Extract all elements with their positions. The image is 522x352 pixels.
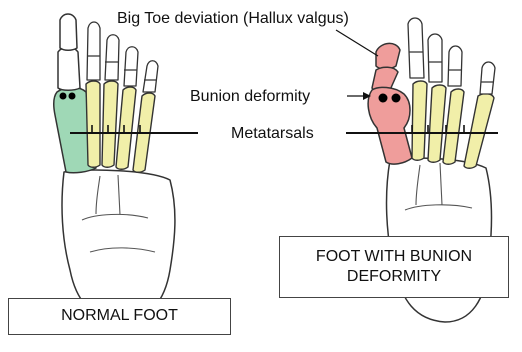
big-toe-deviation-label: Big Toe deviation (Hallux valgus) bbox=[117, 10, 349, 27]
normal-marker-2 bbox=[69, 93, 76, 100]
bunion-foot-caption-line1: FOOT WITH BUNION bbox=[280, 247, 508, 267]
bunion-metatarsal-3 bbox=[428, 85, 446, 162]
big-toe-pointer bbox=[336, 30, 378, 56]
metatarsals-label: Metatarsals bbox=[231, 125, 314, 142]
normal-foot-caption-box: NORMAL FOOT bbox=[8, 298, 231, 335]
normal-big-toe-proximal bbox=[58, 48, 80, 91]
bunion-marker-2 bbox=[392, 94, 401, 103]
normal-metatarsal-2 bbox=[86, 81, 100, 167]
bunion-toe-2 bbox=[408, 18, 424, 78]
bunion-toe-3 bbox=[428, 34, 442, 82]
bunion-foot-caption-line2: DEFORMITY bbox=[280, 267, 508, 287]
normal-metatarsal-3 bbox=[102, 81, 118, 167]
bunion-foot-caption-box: FOOT WITH BUNION DEFORMITY bbox=[279, 236, 509, 298]
normal-metatarsal-4 bbox=[116, 87, 136, 169]
normal-big-toe-distal bbox=[60, 14, 77, 50]
normal-foot-skeleton bbox=[54, 14, 198, 320]
bunion-first-metatarsal bbox=[368, 87, 412, 164]
normal-marker-1 bbox=[60, 93, 67, 100]
normal-foot-caption: NORMAL FOOT bbox=[61, 307, 178, 324]
bunion-toe-5 bbox=[480, 62, 495, 94]
bunion-marker-1 bbox=[379, 94, 388, 103]
bunion-deformity-label: Bunion deformity bbox=[190, 88, 310, 105]
bunion-big-toe-distal bbox=[376, 43, 400, 69]
normal-toe-2 bbox=[87, 22, 100, 80]
normal-toe-4 bbox=[124, 47, 138, 86]
bunion-toe-4 bbox=[448, 46, 462, 86]
bunion-metatarsal-5 bbox=[464, 94, 494, 169]
normal-toe-3 bbox=[105, 35, 119, 80]
normal-toe-5 bbox=[143, 61, 158, 92]
bunion-metatarsal-2 bbox=[412, 81, 427, 160]
